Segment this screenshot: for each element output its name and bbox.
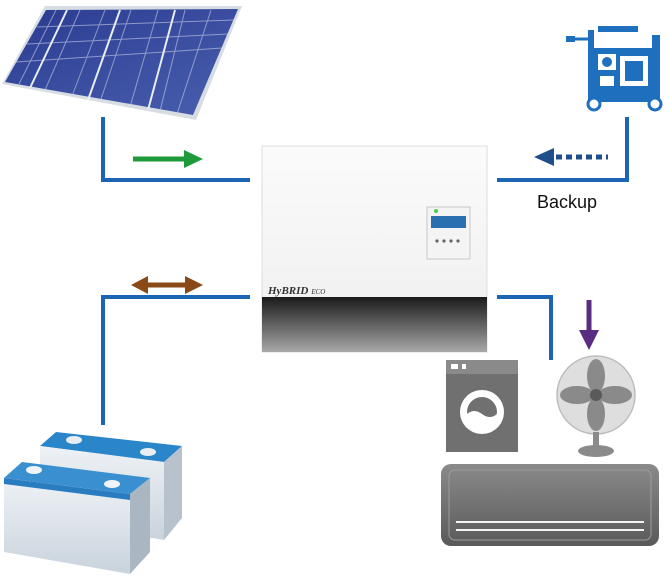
battery-icon (4, 432, 182, 574)
load-wire (497, 295, 553, 360)
air-conditioner-icon (441, 464, 659, 546)
backup-label: Backup (537, 192, 598, 212)
generator-wire (497, 117, 629, 182)
washing-machine-icon (446, 360, 518, 452)
wiring (101, 117, 629, 425)
battery-wire (101, 295, 250, 425)
inverter-control-panel (426, 206, 471, 260)
fan-icon (556, 355, 636, 457)
backup-flow-arrow (534, 148, 608, 166)
solar-wire (101, 117, 250, 182)
solar-flow-arrow (133, 150, 203, 168)
generator-icon (566, 26, 663, 112)
load-flow-arrow (579, 300, 599, 350)
battery-flow-arrow (131, 276, 203, 294)
solar-panel-icon (2, 6, 242, 120)
